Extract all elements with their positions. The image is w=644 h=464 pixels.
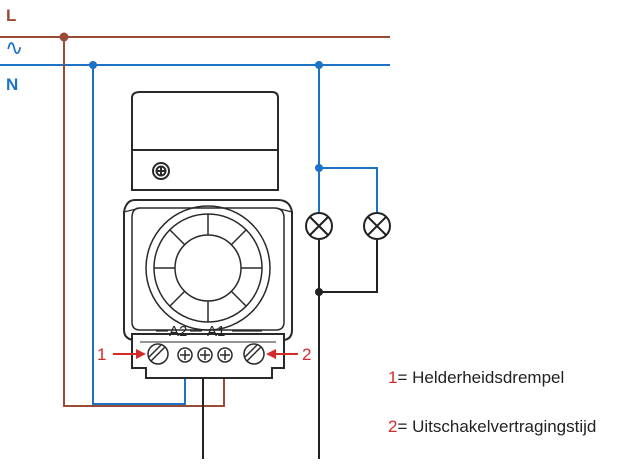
live-label: L [6,6,17,25]
junction-neutral-left [89,61,97,69]
legend-text-1: = Helderheidsdrempel [397,368,565,387]
device-top-cap [131,91,279,191]
legend-text-2: = Uitschakelvertragingstijd [397,417,597,436]
sensor-lens [145,205,271,331]
callout-number-1: 1 [97,345,106,364]
neutral-wire-to-a2 [92,65,186,405]
terminal-label-a1: A1 [207,323,225,340]
lamp-1-icon [305,212,333,240]
lamp-2-icon [363,212,391,240]
lamp2-return-wire [319,240,378,293]
potentiometer-1-icon[interactable] [147,343,169,365]
ac-symbol-icon: ∿ [5,35,24,60]
live-wire-to-a1 [63,37,225,407]
junction-neutral-right [315,61,323,69]
terminal-screw-a2-icon [177,347,193,363]
junction-lamp-return [315,288,323,296]
legend-number-2: 2 [388,417,398,436]
terminal-label-a2: A2 [169,323,187,340]
neutral-wire-to-lamps [318,65,378,212]
junction-neutral-lamps [315,164,323,172]
neutral-label: N [6,75,19,94]
potentiometer-2-icon[interactable] [243,343,265,365]
junction-live [59,32,69,42]
callout-number-2: 2 [302,345,311,364]
terminal-screw-mid-icon [197,347,213,363]
terminal-screw-a1-icon [217,347,233,363]
legend-item-1: 1= Helderheidsdrempel [388,368,564,388]
cap-screw-icon [152,162,170,180]
legend-number-1: 1 [388,368,398,387]
legend-item-2: 2= Uitschakelvertragingstijd [388,417,596,437]
